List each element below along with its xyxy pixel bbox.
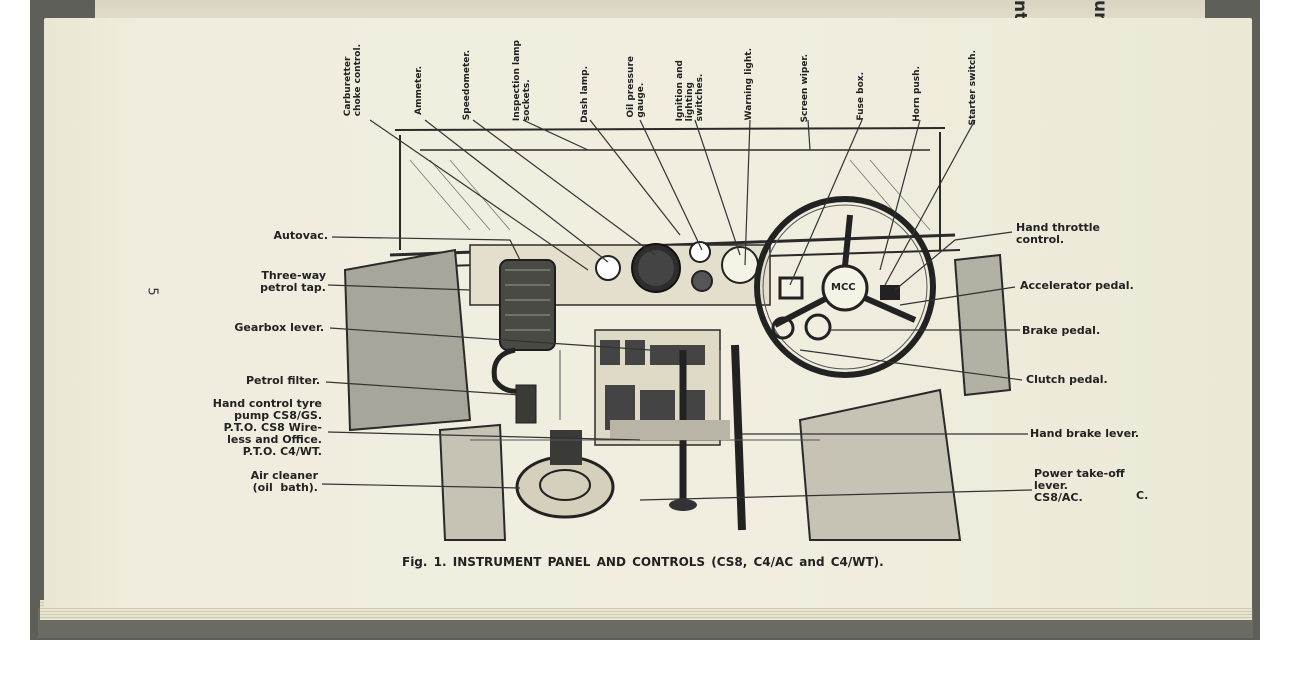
book-page [44, 18, 1252, 608]
label-air-cleaner: Air cleaner (oil bath). [250, 469, 318, 494]
label-ammeter: Ammeter. [414, 66, 424, 115]
label-hand-control-tyre-pump: Hand control tyre pump CS8/GS. P.T.O. CS… [212, 397, 322, 458]
label-clutch-pedal: Clutch pedal. [1026, 373, 1108, 386]
label-c: C. [1136, 489, 1149, 502]
label-power-take-off-lever: Power take-off lever. CS8/AC. [1034, 467, 1125, 504]
label-starter-switch: Starter switch. [968, 50, 978, 126]
label-oil-pressure-gauge: Oil pressure gauge. [626, 56, 646, 118]
label-accelerator-pedal: Accelerator pedal. [1020, 279, 1134, 292]
label-hand-brake-lever: Hand brake lever. [1030, 427, 1140, 440]
label-autovac: Autovac. [273, 229, 328, 242]
label-hand-throttle-control: Hand throttle control. [1016, 221, 1100, 246]
label-three-way-petrol-tap: Three-way petrol tap. [260, 269, 326, 294]
label-fuse-box: Fuse box. [856, 72, 866, 121]
label-speedometer: Speedometer. [462, 50, 472, 121]
wheel-hub-label: MCC [831, 282, 856, 293]
label-carburetter-choke: Carburetter choke control. [343, 44, 363, 117]
label-dash-lamp: Dash lamp. [580, 66, 590, 123]
label-gearbox-lever: Gearbox lever. [234, 321, 324, 334]
label-warning-light: Warning light. [744, 48, 754, 121]
label-brake-pedal: Brake pedal. [1022, 324, 1101, 337]
label-horn-push: Horn push. [912, 66, 922, 122]
label-ignition-lighting-switches: Ignition and lighting switches. [675, 60, 705, 122]
label-inspection-lamp-sockets: Inspection lamp sockets. [512, 40, 532, 122]
figure-caption: Fig. 1. INSTRUMENT PANEL AND CONTROLS (C… [402, 555, 884, 569]
label-petrol-filter: Petrol filter. [245, 374, 320, 387]
label-screen-wiper: Screen wiper. [800, 54, 810, 123]
